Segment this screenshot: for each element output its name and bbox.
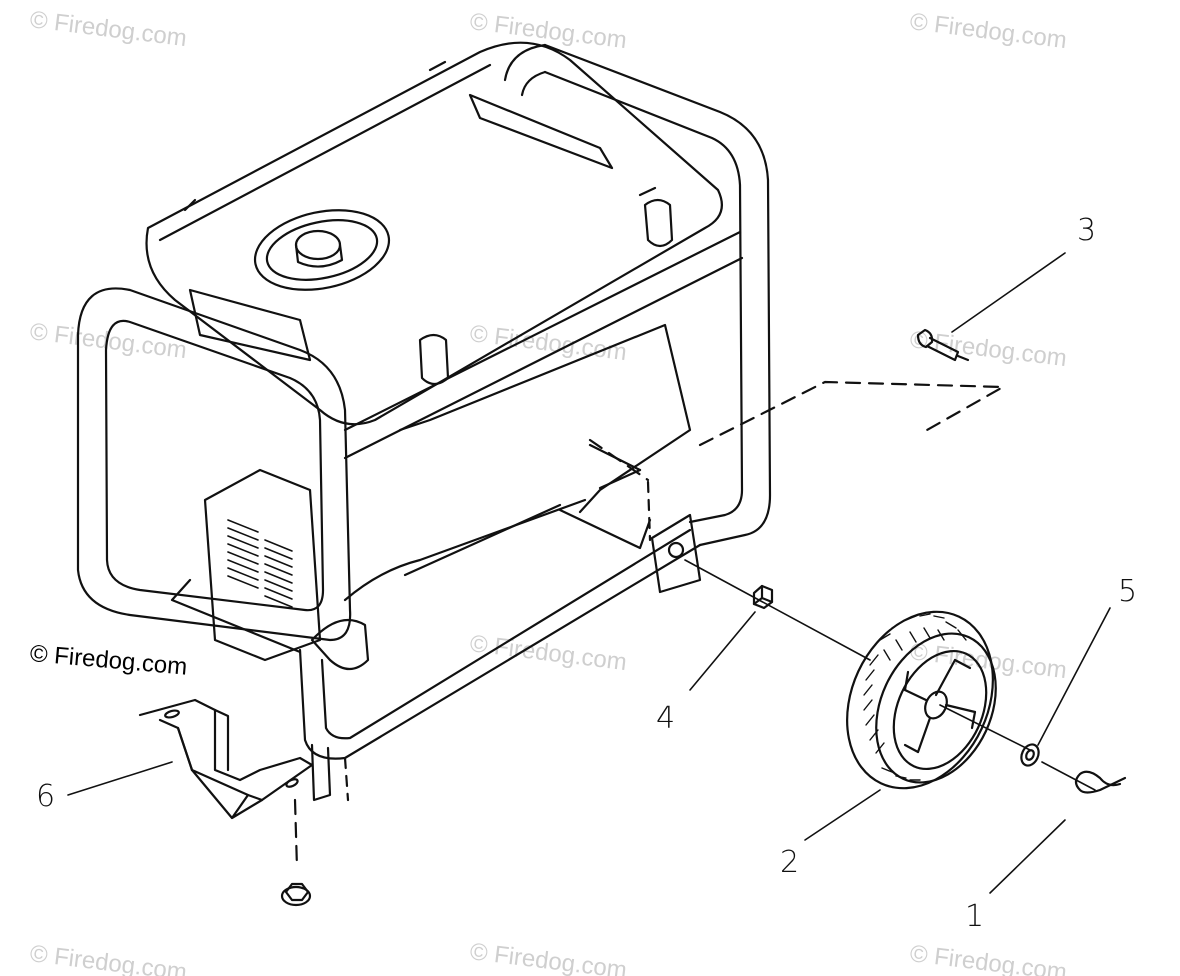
leader-5 xyxy=(1037,607,1111,746)
frame-top-rails xyxy=(343,230,744,460)
fuel-cap xyxy=(253,209,391,291)
wheel xyxy=(846,610,997,790)
washer xyxy=(1020,743,1040,767)
shoulder-bolt xyxy=(916,328,970,362)
callout-1: 1 xyxy=(965,899,985,934)
leader-1 xyxy=(989,819,1066,894)
tank-posts xyxy=(418,198,674,386)
leader-lines xyxy=(67,252,1111,894)
callout-3: 3 xyxy=(1077,213,1097,248)
callout-4: 4 xyxy=(656,701,676,736)
callout-5: 5 xyxy=(1118,574,1138,609)
leader-6 xyxy=(67,761,173,796)
frame-bottom-rails xyxy=(298,528,702,802)
engine-body xyxy=(343,323,692,602)
axle-line xyxy=(684,559,1096,791)
leader-3 xyxy=(951,252,1066,333)
support-bracket xyxy=(138,698,332,820)
assembly-guide-lines xyxy=(293,380,1005,870)
callout-2: 2 xyxy=(780,845,800,880)
axle-bracket xyxy=(646,480,702,594)
hex-nut xyxy=(752,584,774,610)
leader-2 xyxy=(804,789,881,841)
engine-housing xyxy=(170,468,370,671)
bottom-flange-nut xyxy=(280,882,312,907)
callout-6: 6 xyxy=(36,779,56,814)
frame-front-loop xyxy=(76,287,352,642)
leader-4 xyxy=(689,611,756,691)
cooling-vents xyxy=(227,519,293,608)
hairpin-clip xyxy=(1074,770,1127,794)
fuel-tank xyxy=(145,41,723,426)
